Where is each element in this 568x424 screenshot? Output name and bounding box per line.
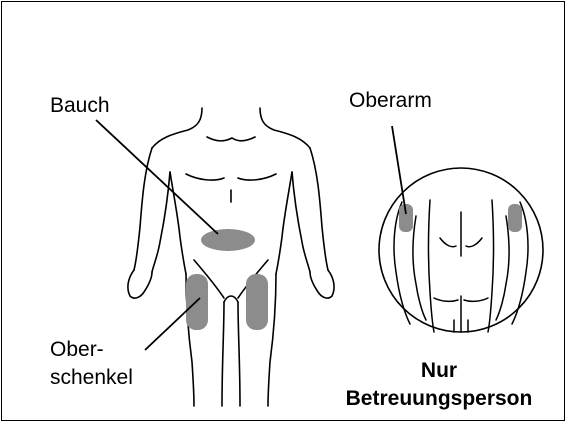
abdomen-injection-area xyxy=(201,229,255,251)
label-oberschenkel-line1: Ober- xyxy=(50,338,104,362)
label-caregiver-line2: Betreuungsperson xyxy=(312,387,566,411)
back-view-circle xyxy=(379,168,543,332)
label-bauch: Bauch xyxy=(50,94,110,118)
right-upper-arm-injection-area xyxy=(508,204,522,232)
left-upper-arm-injection-area xyxy=(399,204,413,232)
front-body-figure xyxy=(128,108,334,406)
label-caregiver-line1: Nur xyxy=(312,359,566,383)
label-oberarm: Oberarm xyxy=(349,89,432,113)
bauch-pointer-line xyxy=(96,120,218,234)
label-oberschenkel-line2: schenkel xyxy=(50,366,133,390)
right-thigh-injection-area xyxy=(246,274,268,330)
